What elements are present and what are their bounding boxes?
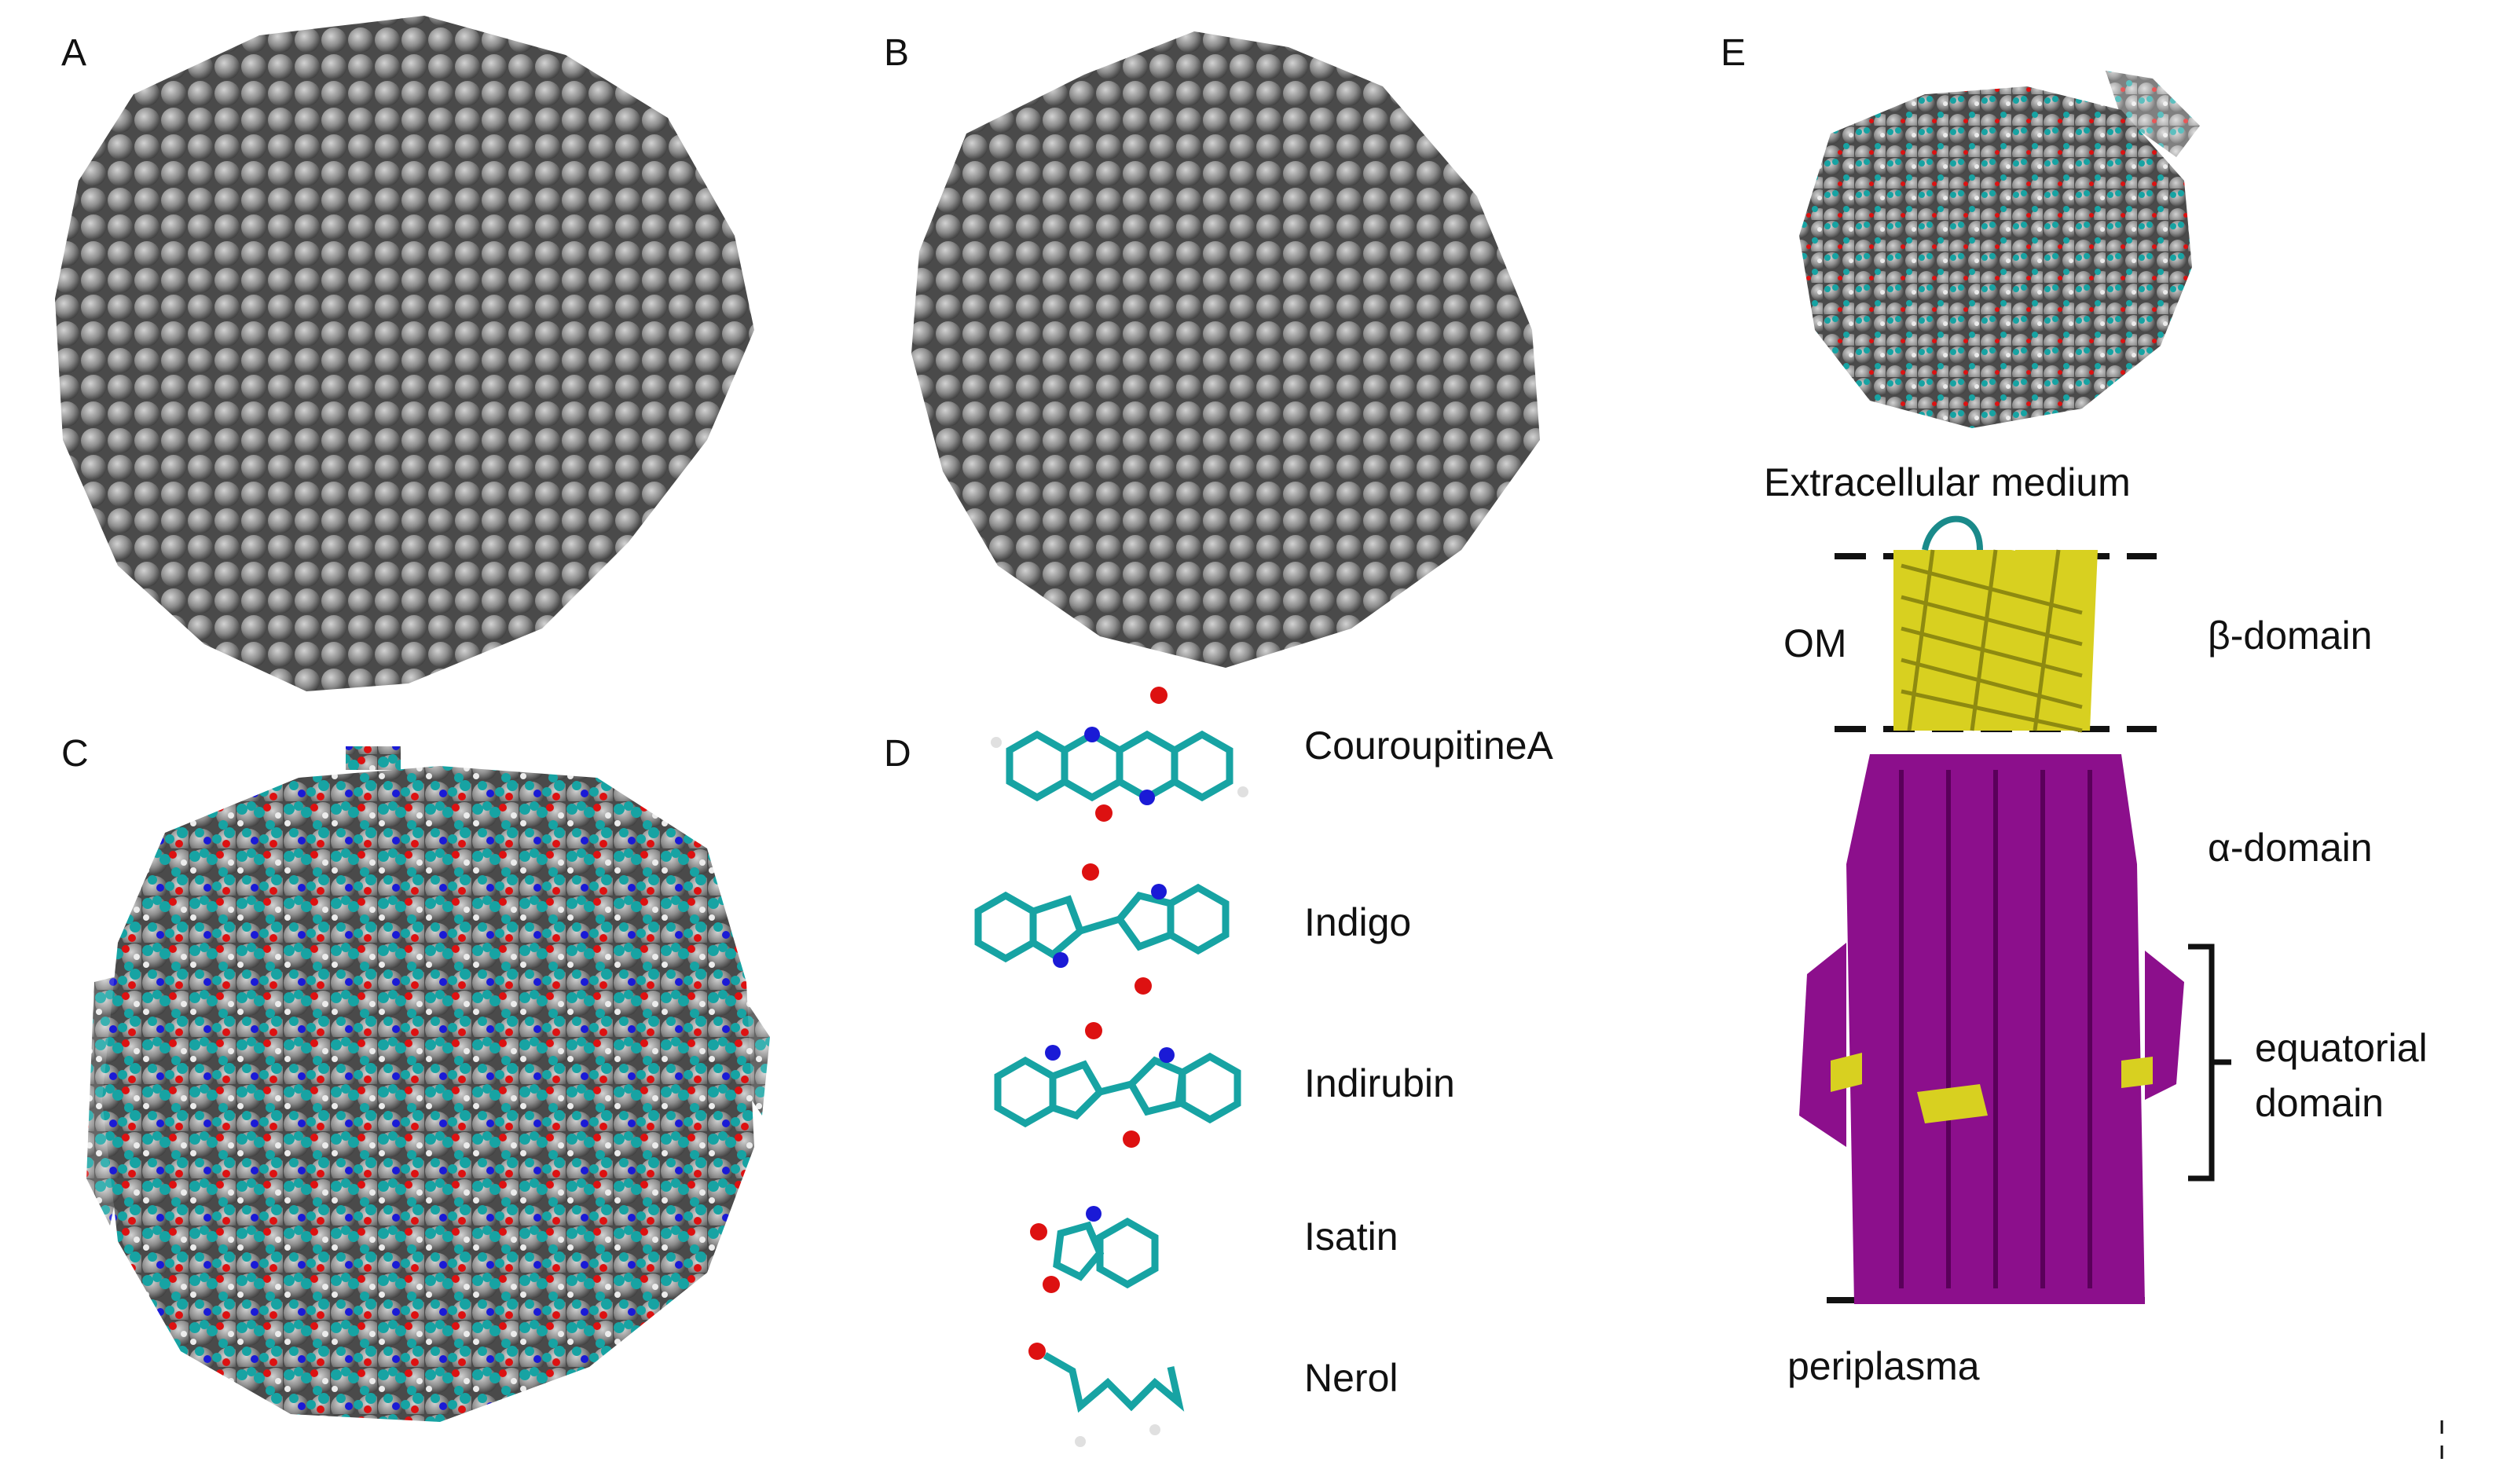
label-periplasma: periplasma <box>1787 1344 1980 1388</box>
label-beta-domain: β-domain <box>2208 614 2373 658</box>
panel-letter-a: A <box>61 32 87 74</box>
nanoparticle-b <box>911 31 1540 668</box>
molecule-indigo-model <box>974 863 1230 995</box>
coated-nanoparticle-c <box>86 746 770 1422</box>
label-domain: domain <box>2255 1081 2384 1125</box>
alpha-helical-domain <box>1799 754 2184 1304</box>
molecule-name-couroupitinea: CouroupitineA <box>1304 724 1553 768</box>
molecule-name-nerol: Nerol <box>1304 1356 1398 1400</box>
molecule-couroupitinea-model <box>991 687 1248 822</box>
panel-letter-c: C <box>61 733 89 775</box>
panel-letter-d: D <box>884 733 911 775</box>
label-om: OM <box>1783 621 1847 665</box>
nanoparticle-a <box>55 16 754 691</box>
molecule-nerol-model <box>1028 1343 1185 1447</box>
molecule-name-indigo: Indigo <box>1304 900 1412 944</box>
panel-letter-e: E <box>1721 32 1747 74</box>
label-equatorial: equatorial <box>2255 1026 2428 1070</box>
molecule-name-indirubin: Indirubin <box>1304 1061 1455 1105</box>
molecule-indirubin-model <box>994 1022 1241 1148</box>
equatorial-domain-bracket <box>2188 944 2231 1182</box>
panel-letter-b: B <box>884 32 910 74</box>
beta-barrel-domain <box>1893 513 2098 733</box>
label-extracellular-medium: Extracellular medium <box>1764 460 2131 504</box>
molecule-isatin-model <box>1030 1206 1159 1293</box>
molecule-name-isatin: Isatin <box>1304 1215 1398 1259</box>
label-alpha-domain: α-domain <box>2208 826 2373 870</box>
coated-nanoparticle-e <box>1799 71 2200 428</box>
